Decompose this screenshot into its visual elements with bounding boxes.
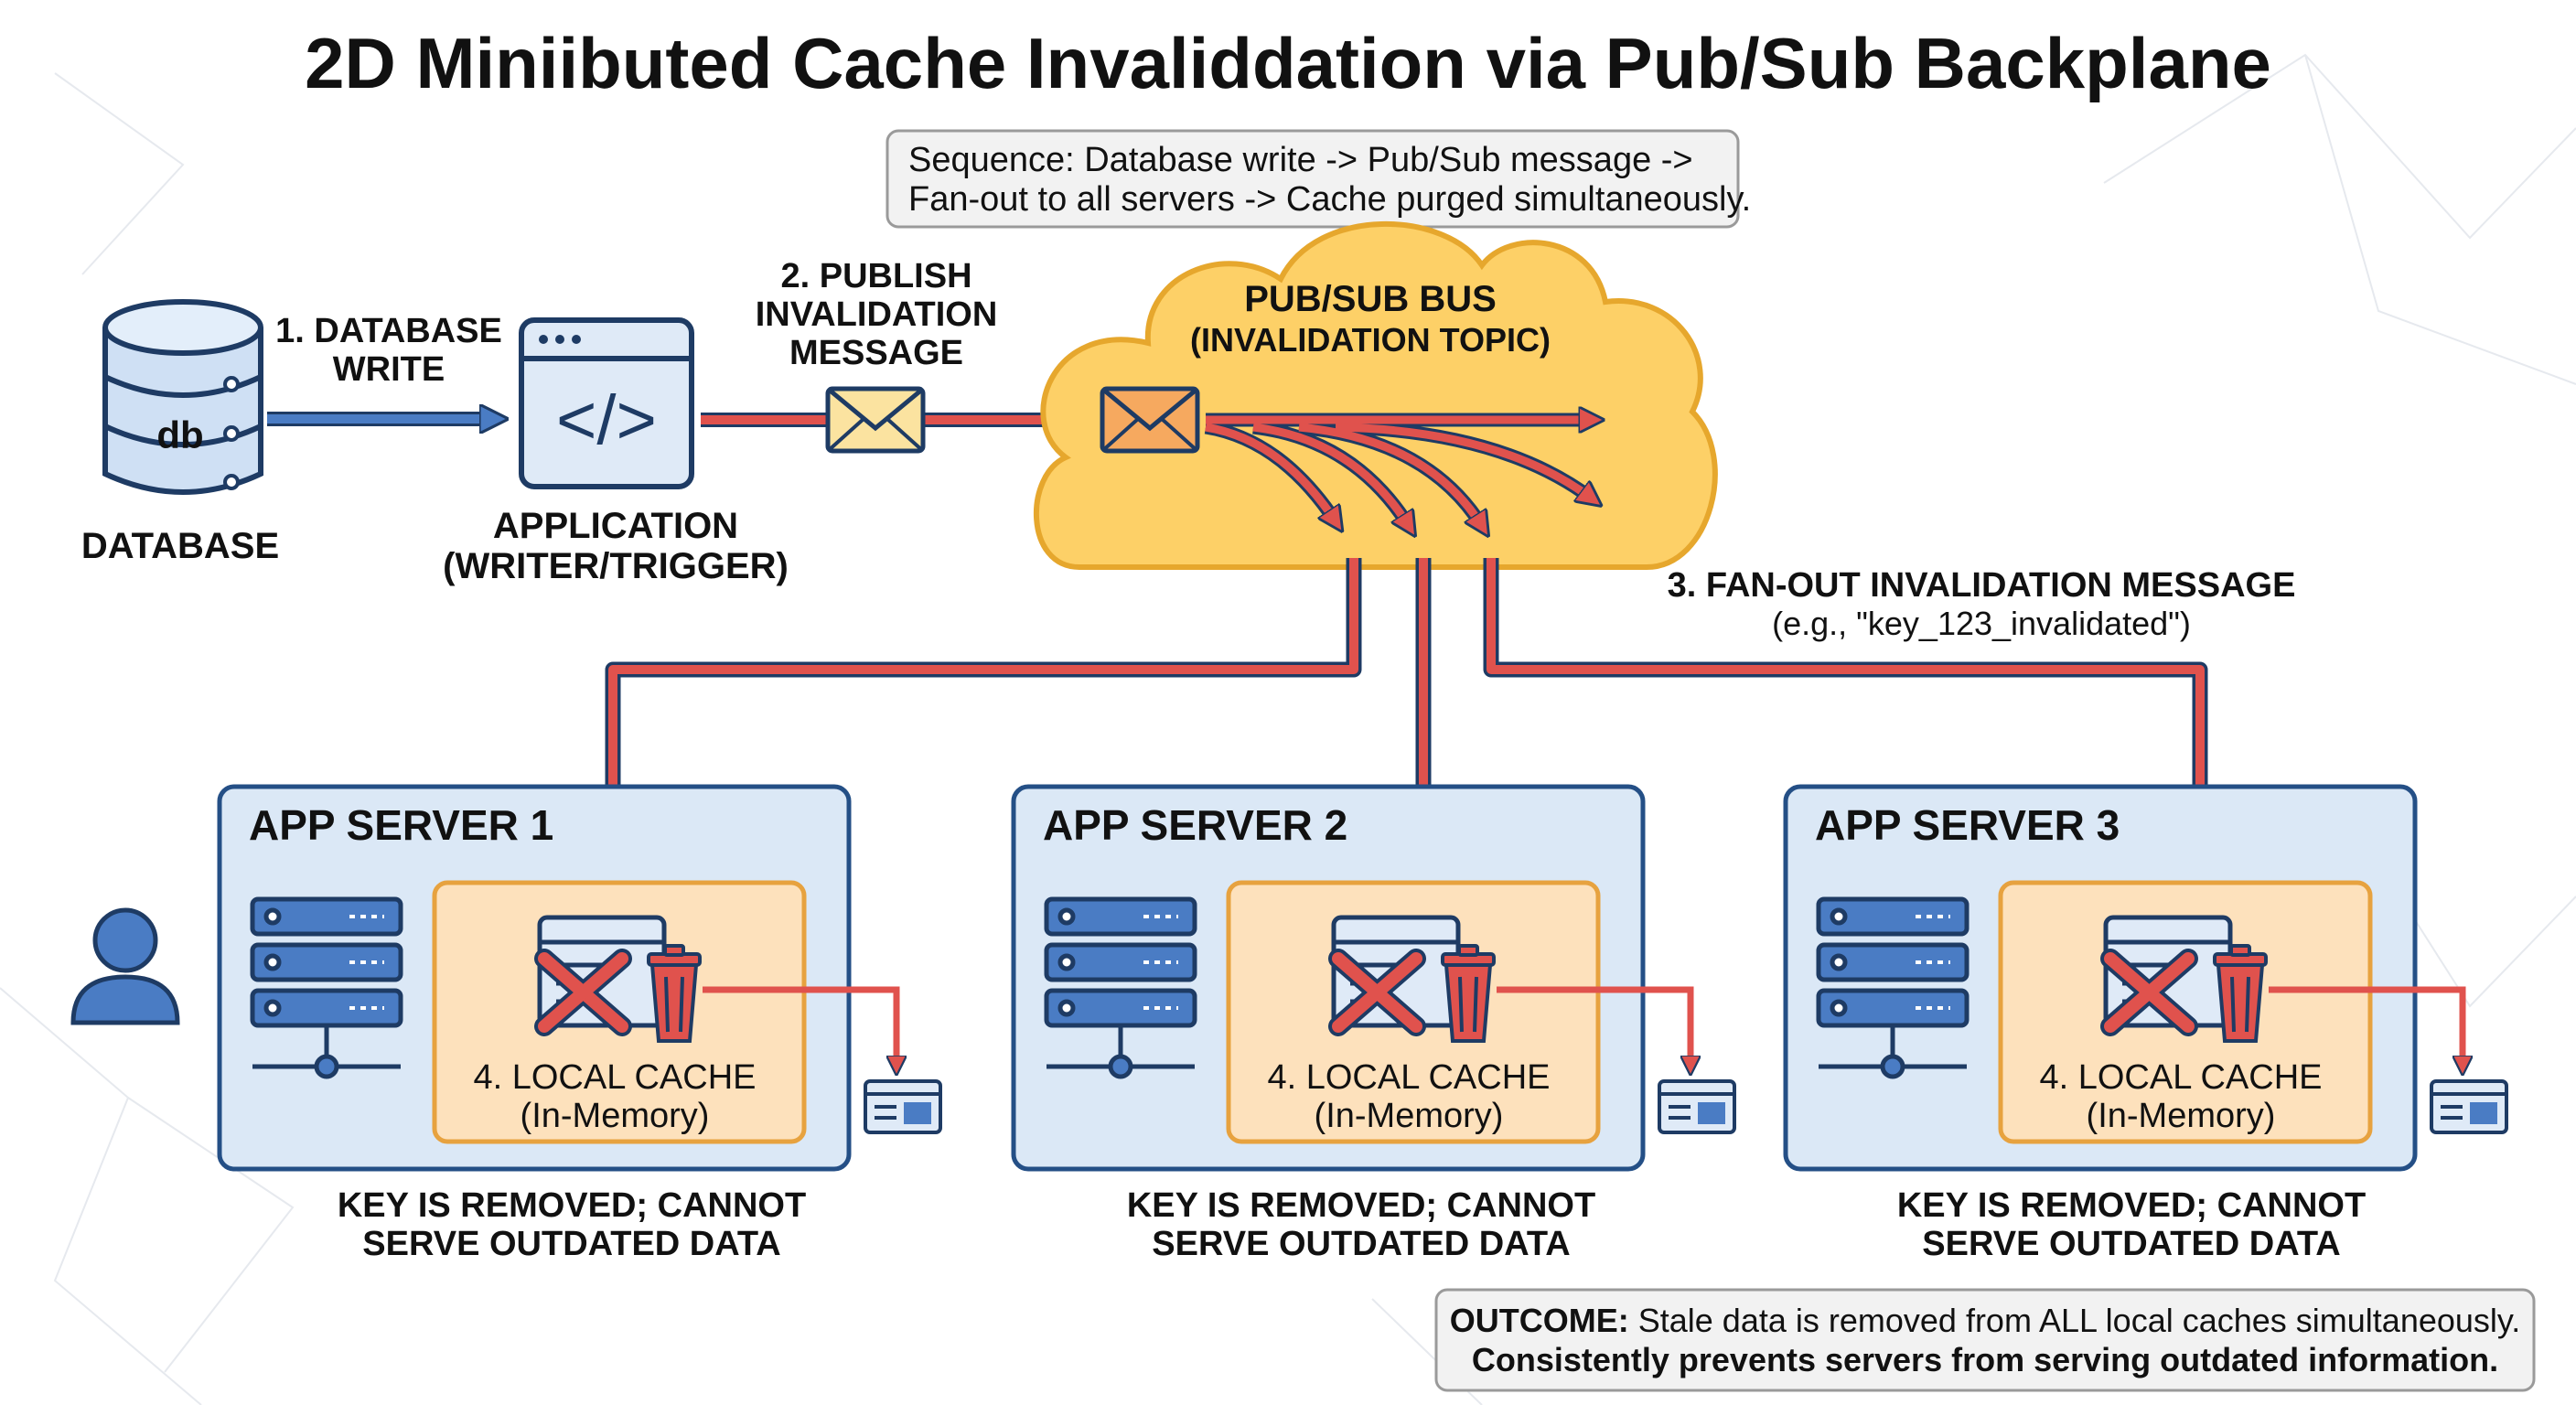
outcome-line-1: OUTCOME: Stale data is removed from ALL … [1450,1302,2520,1339]
app-server-1: APP SERVER 1 [217,784,942,1172]
server-title: APP SERVER 2 [1043,801,1347,849]
step1-line-1: 1. DATABASE [275,312,502,350]
step2-line-2: INVALIDATION [756,295,998,334]
user-icon [70,907,180,1025]
app-server-3: APP SERVER 3 [1783,784,2508,1172]
server1-caption-2: SERVE OUTDATED DATA [362,1225,780,1263]
server2-caption-1: KEY IS REMOVED; CANNOT [1127,1186,1595,1225]
x-mark-icon [1328,949,1426,1036]
outcome-text: Stale data is removed from ALL local cac… [1629,1302,2520,1339]
step3-line-1: 3. FAN-OUT INVALIDATION MESSAGE [1668,566,2296,605]
cloud-icon [1033,221,1718,570]
outcome-line-2: Consistently prevents servers from servi… [1472,1341,2498,1378]
envelope-icon-bus [1100,386,1200,454]
cache-label-1: 4. LOCAL CACHE [2039,1058,2322,1097]
server-title: APP SERVER 1 [249,801,553,849]
step3-line-2: (e.g., "key_123_invalidated") [1772,605,2191,642]
trash-icon [2213,944,2268,1043]
server-rack-icon [1044,896,1197,1079]
server2-caption-2: SERVE OUTDATED DATA [1152,1225,1570,1263]
cache-label-2: (In-Memory) [1315,1097,1504,1135]
record-icon [864,1079,942,1134]
cache-label-2: (In-Memory) [2087,1097,2276,1135]
record-icon [1658,1079,1736,1134]
trash-icon [647,944,702,1043]
bus-label-1: PUB/SUB BUS [1244,279,1497,319]
code-icon-glyph: </> [556,381,657,459]
sequence-note: Sequence: Database write -> Pub/Sub mess… [886,129,1751,229]
server-rack-icon [1816,896,1970,1079]
evict-arrow [703,986,896,1066]
outcome-label: OUTCOME: [1450,1302,1629,1339]
fan-out-arrows [1204,420,1592,526]
sequence-line-1: Sequence: Database write -> Pub/Sub mess… [908,141,1693,179]
server-rack-icon [250,896,403,1079]
page-title: 2D Miniibuted Cache Invaliddation via Pu… [305,23,2271,103]
database-icon [102,299,263,495]
bus-label-2: (INVALIDATION TOPIC) [1190,321,1551,359]
step1-line-2: WRITE [333,350,445,389]
step2-line-3: MESSAGE [789,334,963,372]
sequence-line-2: Fan-out to all servers -> Cache purged s… [908,180,1751,219]
evict-arrow [1497,986,1690,1066]
server3-caption-2: SERVE OUTDATED DATA [1922,1225,2340,1263]
trash-icon [1441,944,1496,1043]
record-icon [2430,1079,2508,1134]
code-window-icon [519,317,694,489]
cache-label-1: 4. LOCAL CACHE [473,1058,756,1097]
step2-line-1: 2. PUBLISH [780,257,971,295]
cache-label-1: 4. LOCAL CACHE [1267,1058,1550,1097]
server3-caption-1: KEY IS REMOVED; CANNOT [1897,1186,2366,1225]
application-label-2: (WRITER/TRIGGER) [443,546,789,586]
outcome-note: OUTCOME: Stale data is removed from ALL … [1434,1288,2536,1392]
server1-caption-1: KEY IS REMOVED; CANNOT [338,1186,806,1225]
database-icon-label: db [156,413,203,456]
server-title: APP SERVER 3 [1815,801,2120,849]
application-label-1: APPLICATION [493,506,738,546]
database-label: DATABASE [81,526,279,566]
evict-arrow [2269,986,2463,1066]
envelope-icon [825,386,926,454]
x-mark-icon [2100,949,2198,1036]
cache-label-2: (In-Memory) [521,1097,710,1135]
x-mark-icon [534,949,632,1036]
app-server-2: APP SERVER 2 [1011,784,1736,1172]
